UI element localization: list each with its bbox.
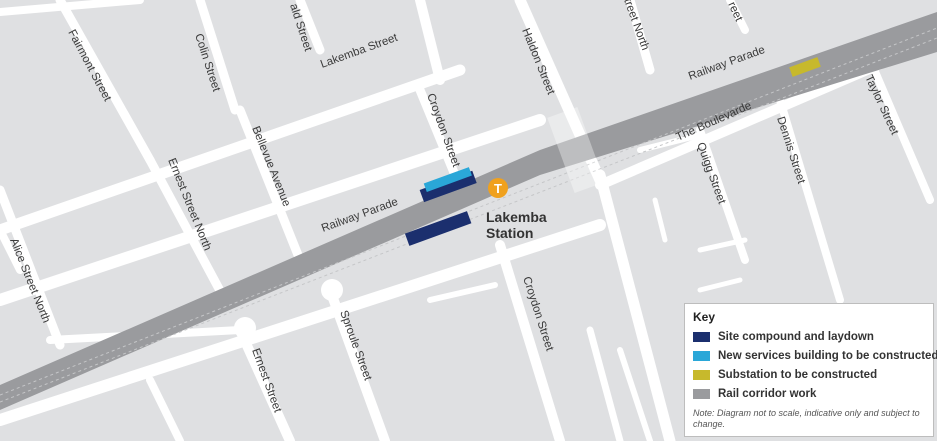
road-stub-5 [146,376,184,441]
legend-item-substation: Substation to be constructed [693,365,925,384]
road-stub-6 [586,326,624,441]
train-station-icon [488,178,508,198]
rail-corridor [0,12,937,410]
road-alice-street-north [0,185,65,350]
road-ald-street-top [295,0,325,55]
road-stub-4 [427,282,498,303]
road-stub-3 [697,277,743,293]
legend-label-site-compound: Site compound and laydown [718,330,874,343]
roundabout-ernest [234,317,256,339]
legend-title: Key [693,310,716,324]
road-left-edge [0,226,24,274]
site-compound-south [404,211,472,246]
legend-item-site-compound: Site compound and laydown [693,327,925,346]
new-services-building [423,167,472,192]
road-street-north [625,0,655,75]
road-railway-parade-left [0,114,546,306]
road-bellevue-avenue [235,105,305,265]
train-station-icon-letter: T [494,181,502,196]
road-sproule-street [325,285,390,441]
road-stub-1 [652,197,668,243]
haldon-bridge [547,106,605,194]
road-stub-7 [617,347,653,441]
roundabout-sproule [321,279,343,301]
road-croydon-street-north [415,85,460,180]
road-ald-street [415,0,445,85]
road-colin-street [195,0,240,115]
road-croydon-street-south [495,240,565,441]
road-top-left [0,0,144,16]
road-ernest-street [235,325,295,441]
legend-item-rail-corridor: Rail corridor work [693,384,925,403]
station-name-line1: Lakemba [486,209,547,225]
legend-label-services-building: New services building to be constructed [718,349,937,362]
road-ernest-street-north [145,155,230,305]
map-legend: Key Site compound and laydown New servic… [684,303,937,437]
road-quigg-street [696,126,749,264]
road-dennis-street [776,96,844,304]
road-stub-2 [697,237,748,253]
legend-swatch-services-building [693,350,710,361]
station-name-line2: Station [486,225,533,241]
legend-note: Note: Diagram not to scale, indicative o… [693,408,920,429]
road-haldon-south [594,169,676,441]
substation [789,57,821,77]
road-taylor-street [866,56,934,204]
road-treet-top [726,0,749,34]
road-boulevarde-loop [637,132,703,153]
legend-swatch-site-compound [693,331,710,342]
legend-label-substation: Substation to be constructed [718,368,878,381]
road-fairmont-street [55,0,155,165]
legend-label-rail-corridor: Rail corridor work [718,387,817,400]
road-lakemba-street [0,64,466,236]
legend-item-services-building: New services building to be constructed [693,346,937,365]
legend-swatch-rail-corridor [693,388,710,399]
legend-swatch-substation [693,369,710,380]
